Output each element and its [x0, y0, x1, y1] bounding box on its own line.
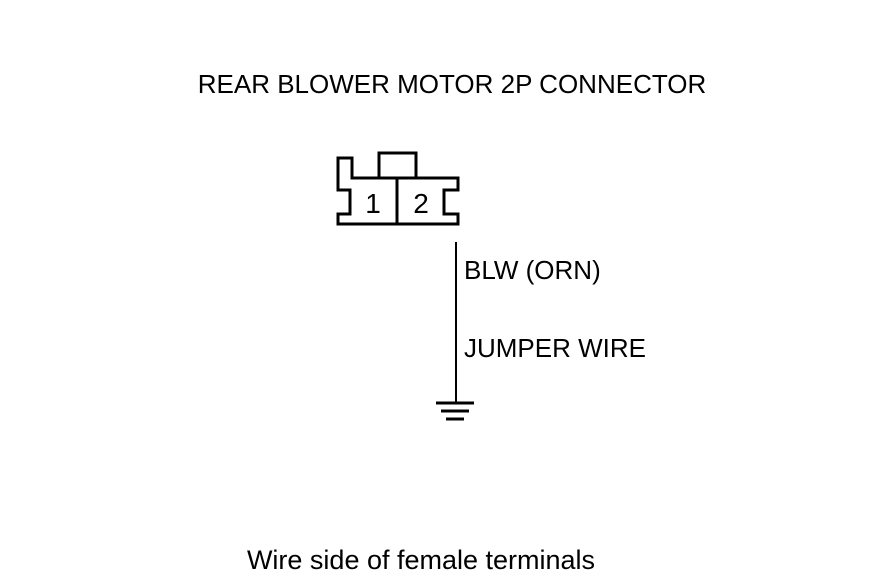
jumper-wire-label: JUMPER WIRE: [464, 333, 646, 363]
connector-lock-tab: [377, 151, 418, 178]
wire-label: BLW (ORN): [464, 255, 601, 285]
diagram-title: REAR BLOWER MOTOR 2P CONNECTOR: [198, 69, 707, 99]
connector-2p: [336, 151, 460, 226]
diagram-caption: Wire side of female terminals: [247, 545, 595, 575]
connector-housing: [336, 156, 460, 226]
terminal-2-label: 2: [413, 188, 429, 219]
terminal-1-label: 1: [365, 188, 381, 219]
ground-symbol-icon: [436, 401, 474, 421]
